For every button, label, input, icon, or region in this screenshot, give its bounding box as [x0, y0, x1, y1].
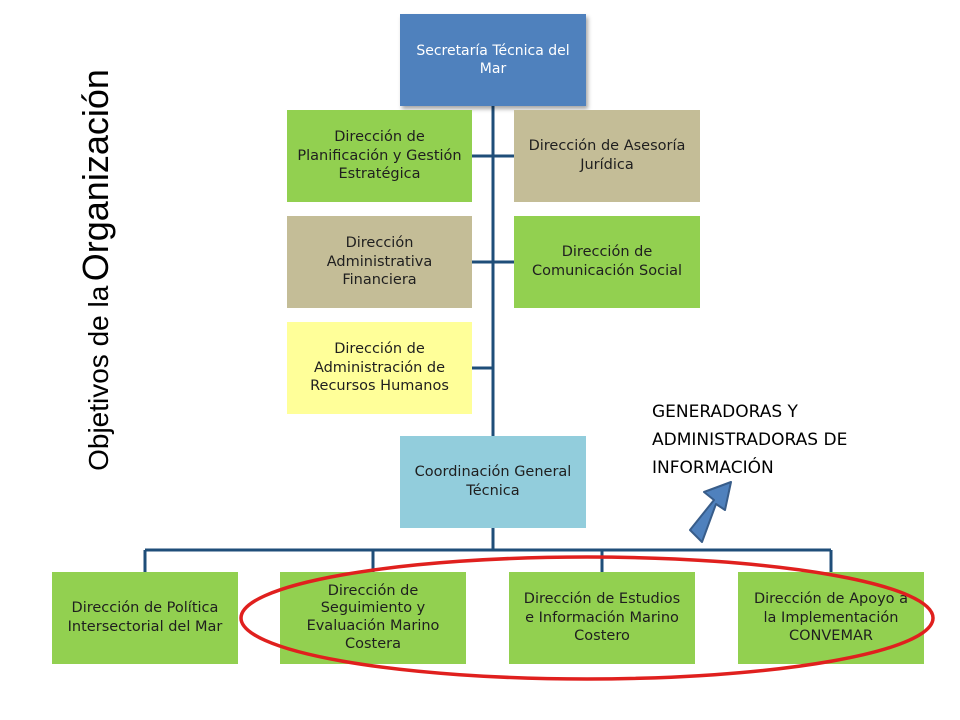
node-politica-intersectorial: Dirección de Política Intersectorial del… — [52, 572, 238, 664]
node-line: Dirección de Apoyo a — [753, 590, 909, 607]
node-line: Dirección de — [327, 582, 419, 599]
node-line: Administración de — [313, 359, 446, 376]
node-line: Planificación y Gestión — [297, 147, 462, 164]
annotation-line: ADMINISTRADORAS DE — [652, 430, 848, 450]
node-estudios-informacion: Dirección de Estudios e Información Mari… — [509, 572, 695, 664]
node-secretaria-tecnica: Secretaría Técnica del Mar — [400, 14, 586, 106]
node-line: Dirección — [345, 234, 414, 251]
node-line: Jurídica — [580, 157, 634, 173]
node-line: Dirección de — [334, 340, 425, 357]
node-line: Secretaría Técnica del — [416, 42, 570, 59]
node-comunicacion-social: Dirección de Comunicación Social — [514, 216, 700, 308]
node-line: CONVEMAR — [789, 628, 873, 645]
node-line: Costera — [344, 635, 401, 652]
node-line: Dirección de — [561, 244, 653, 261]
node-line: Recursos Humanos — [310, 378, 449, 395]
page-title: Objetivos de la Organización — [74, 10, 118, 530]
node-line: Intersectorial del Mar — [67, 619, 223, 635]
annotation-line: GENERADORAS Y — [652, 402, 798, 422]
node-line: Dirección de Estudios — [523, 590, 681, 607]
node-coordinacion-general: Coordinación General Técnica — [400, 436, 586, 528]
node-planificacion-gestion: Dirección de Planificación y Gestión Est… — [287, 110, 472, 202]
node-line: Evaluación Marino — [306, 618, 440, 634]
node-line: Administrativa — [326, 253, 433, 270]
highlight-ellipse — [239, 555, 935, 681]
node-line: Financiera — [342, 272, 417, 289]
annotation-line: INFORMACIÓN — [652, 458, 774, 478]
node-line: Dirección de Política — [71, 600, 219, 617]
title-part1: Objetivos de la — [83, 285, 114, 471]
node-line: Costero — [574, 628, 630, 645]
node-line: Seguimiento y — [320, 600, 426, 617]
node-administrativa-financiera: Dirección Administrativa Financiera — [287, 216, 472, 308]
node-line: Dirección de Asesoría — [528, 138, 686, 155]
node-line: Dirección de — [334, 128, 425, 145]
title-part2: Organización — [75, 69, 116, 282]
node-line: Técnica — [466, 483, 520, 499]
annotation-generadoras: GENERADORAS Y ADMINISTRADORAS DE INFORMA… — [652, 398, 952, 482]
node-line: e Información Marino — [525, 609, 679, 626]
node-line: Mar — [479, 61, 507, 77]
node-seguimiento-evaluacion: Dirección de Seguimiento y Evaluación Ma… — [280, 572, 466, 664]
up-right-arrow-icon — [689, 481, 732, 543]
node-line: Coordinación General — [414, 464, 572, 481]
node-recursos-humanos: Dirección de Administración de Recursos … — [287, 322, 472, 414]
node-asesoria-juridica: Dirección de Asesoría Jurídica — [514, 110, 700, 202]
node-line: Comunicación Social — [531, 263, 683, 279]
node-line: la Implementación — [763, 609, 899, 626]
node-line: Estratégica — [338, 166, 421, 183]
node-apoyo-convemar: Dirección de Apoyo a la Implementación C… — [738, 572, 924, 664]
